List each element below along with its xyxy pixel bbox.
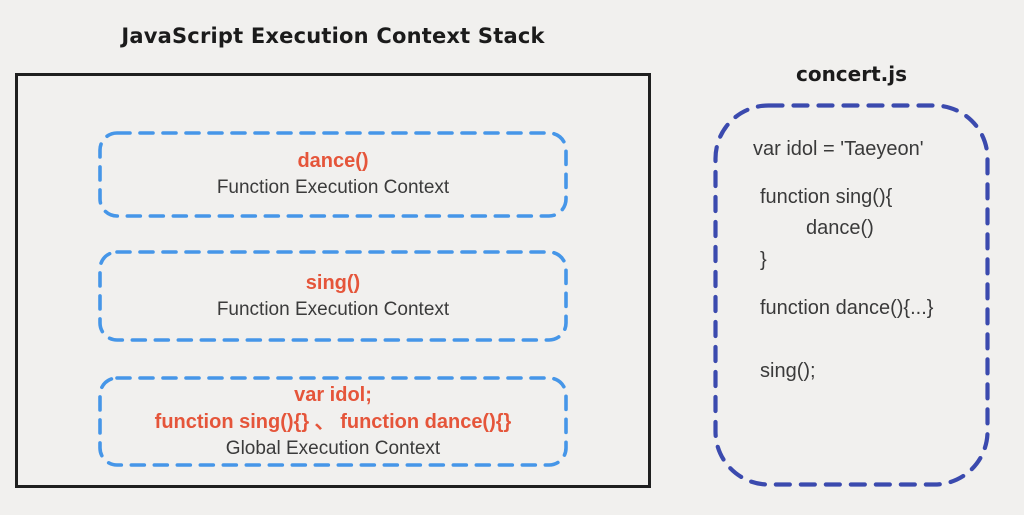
dashed-border [98, 250, 568, 342]
dashed-border [713, 103, 990, 487]
code-card: var idol = 'Taeyeon' function sing(){ da… [713, 103, 990, 487]
frame-function-name: sing() [305, 271, 361, 294]
code-line-function-dance: function dance(){...} [760, 297, 934, 319]
code-line-var-idol: var idol = 'Taeyeon' [753, 138, 924, 160]
global-var-declaration: var idol; [294, 383, 372, 406]
code-line-dance-call: dance() [806, 217, 874, 239]
diagram-title: JavaScript Execution Context Stack [121, 24, 545, 48]
code-line-closing-brace: } [760, 249, 767, 271]
stack-frame-global: var idol; function sing(){} 、 function d… [98, 376, 568, 467]
file-name-title: concert.js [795, 62, 908, 86]
stack-frame-sing: sing() Function Execution Context [98, 250, 568, 342]
frame-context-label: Global Execution Context [225, 437, 441, 459]
dashed-border [98, 131, 568, 218]
stack-frame-dance: dance() Function Execution Context [98, 131, 568, 218]
execution-stack-container [15, 73, 651, 488]
code-line-function-sing: function sing(){ [760, 186, 893, 208]
frame-function-name: dance() [297, 150, 369, 172]
code-line-sing-call: sing(); [760, 360, 816, 382]
frame-context-label: Function Execution Context [216, 177, 450, 198]
global-function-declarations: function sing(){} 、 function dance(){} [154, 410, 512, 433]
frame-context-label: Function Execution Context [216, 298, 450, 320]
